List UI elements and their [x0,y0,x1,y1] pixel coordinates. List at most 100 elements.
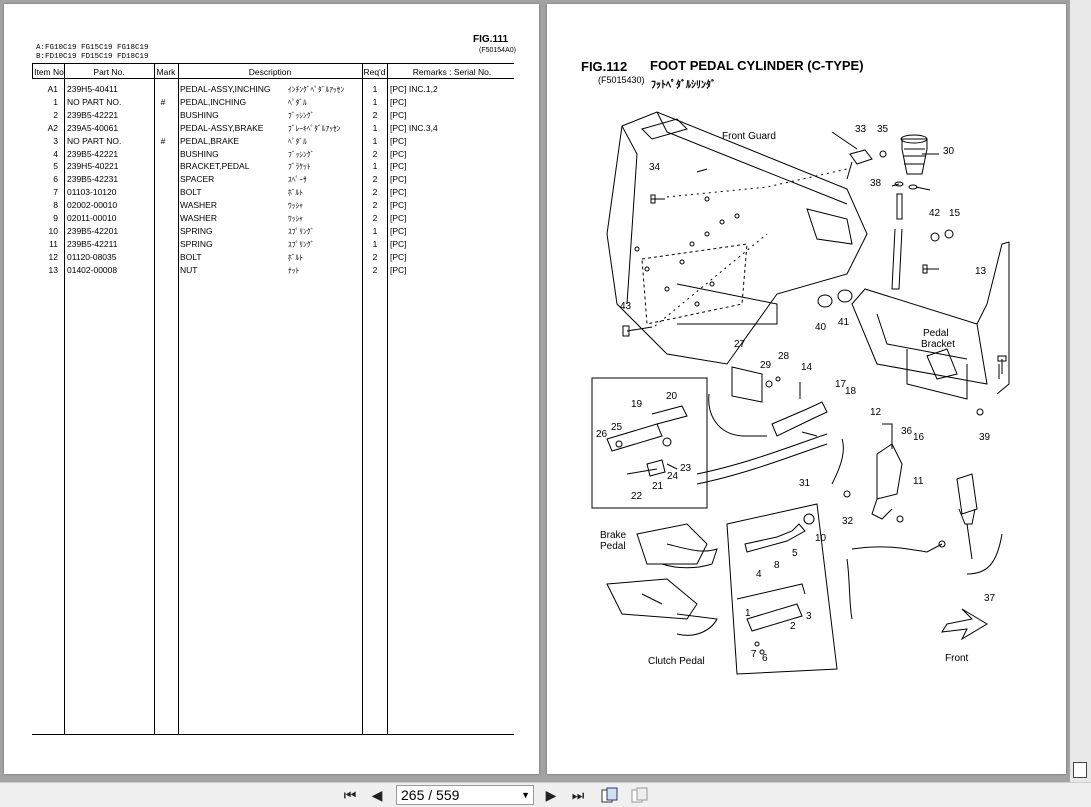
cell-desc: PEDAL-ASSY,INCHING [180,84,271,94]
callout-number: 12 [870,407,882,418]
cell-item: 12 [48,251,58,262]
page-number-field[interactable]: 265 / 559 ▼ [396,785,534,805]
two-page-icon[interactable] [630,786,650,804]
cell-item: A2 [47,122,58,133]
cell-jp: ﾌﾞｯｼﾝｸﾞ [288,149,315,159]
header-req: Req'd [363,67,386,77]
header-item: Item No [34,67,64,77]
cell-part: 01120-08035 [67,251,117,262]
cell-item: 4 [53,148,58,159]
cell-remarks: [PC] [390,96,407,107]
cell-item: 8 [53,200,58,211]
last-page-icon[interactable]: ⏭ [571,786,585,803]
callout-number: 4 [756,569,762,580]
cell-part: 01103-10120 [67,187,117,198]
next-page-icon[interactable]: ▶ [545,786,557,803]
cell-desc: SPACER [180,174,215,185]
label-clutch-pedal: Clutch Pedal [648,656,705,667]
cell-desc: BRACKET,PEDAL [180,161,250,172]
fit-page-icon[interactable] [600,786,620,804]
cell-part: 239H5-40411 [67,84,118,94]
cell-item: A1 [47,84,58,94]
cell-req: 2 [372,251,378,262]
callout-number: 3 [806,611,812,622]
cell-desc: SPRING [180,225,213,236]
callout-number: 10 [815,533,827,544]
cell-part: NO PART NO. [67,135,122,146]
notes-icon[interactable] [1073,762,1087,778]
left-page: FIG.111 (F50154A0) A:FG10C19 FG15C19 FG1… [4,4,539,774]
cell-remarks: [PC] [390,213,407,223]
label-pedal-bracket-1: Pedal [923,328,949,339]
cell-part: 239H5-40221 [67,161,119,172]
first-page-icon[interactable]: ⏮ [343,786,357,803]
cell-remarks: [PC] [390,225,407,236]
cell-part: 02011-00010 [67,213,117,223]
callout-number: 27 [734,339,746,350]
callout-number: 24 [667,471,679,482]
callout-number: 13 [975,266,987,277]
fig-code: (F50154A0) [479,47,516,54]
fig-code-112: (F5015430) [598,75,645,85]
fig-number: FIG.111 [473,34,509,45]
vertical-scrollbar[interactable] [1070,0,1091,782]
callout-number: 17 [835,379,847,390]
callout-number: 15 [949,208,961,219]
callout-number: 37 [984,593,996,604]
cell-desc: PEDAL-ASSY,BRAKE [180,122,264,133]
fig-number-112: FIG.112 [581,59,628,74]
callout-number: 26 [596,429,608,440]
cell-req: 2 [372,148,378,159]
cell-part: 02002-00010 [67,200,118,211]
cell-jp: ｽﾌﾟﾘﾝｸﾞ [288,239,315,249]
cell-req: 2 [372,200,378,211]
header-mark: Mark [156,67,176,77]
page-toolbar: ⏮ ◀ 265 / 559 ▼ ▶ ⏭ [0,782,1091,807]
cell-jp: ﾅｯﾄ [288,265,300,275]
cell-jp: ﾌﾞﾚｰｷﾍﾟﾀﾞﾙｱｯｾﾝ [288,123,341,133]
chevron-down-icon[interactable]: ▼ [521,790,530,800]
cell-jp: ﾌﾞﾗｹｯﾄ [288,162,311,172]
cell-req: 1 [372,161,378,172]
cell-part: 239B5-42231 [67,174,119,185]
cell-desc: PEDAL,INCHING [180,96,247,107]
exploded-parts-diagram: Front Guard Pedal Bracket Brake Pedal Cl… [591,111,1010,675]
cell-req: 1 [372,135,378,146]
cell-item: 1 [53,96,58,107]
cell-remarks: [PC] [390,148,407,159]
callout-number: 31 [799,478,811,489]
callout-number: 25 [611,422,623,433]
prev-page-icon[interactable]: ◀ [371,786,383,803]
cell-req: 2 [372,109,378,120]
callout-number: 35 [877,124,889,135]
cell-req: 2 [372,174,378,185]
cell-remarks: [PC] [390,200,407,211]
callout-number: 6 [762,653,768,664]
callout-number: 43 [620,301,632,312]
cell-req: 2 [372,264,378,275]
fig-title: FOOT PEDAL CYLINDER (C-TYPE) [650,58,864,73]
callout-number: 42 [929,208,941,219]
cell-item: 10 [48,225,58,236]
callout-number: 28 [778,351,790,362]
callout-number: 20 [666,391,678,402]
models-a: A:FG10C19 FG15C19 FG18C19 [36,44,149,52]
callout-number: 11 [913,476,924,487]
cell-part: 01402-00008 [67,264,118,275]
cell-jp: ｲﾝﾁﾝｸﾞﾍﾟﾀﾞﾙｱｯｾﾝ [288,85,345,94]
callout-number: 41 [838,317,850,328]
cell-remarks: [PC] INC.3,4 [390,122,438,133]
callout-number: 30 [943,146,955,157]
cell-jp: ﾎﾞﾙﾄ [288,188,303,198]
callout-number: 29 [760,360,772,371]
cell-remarks: [PC] [390,187,407,198]
